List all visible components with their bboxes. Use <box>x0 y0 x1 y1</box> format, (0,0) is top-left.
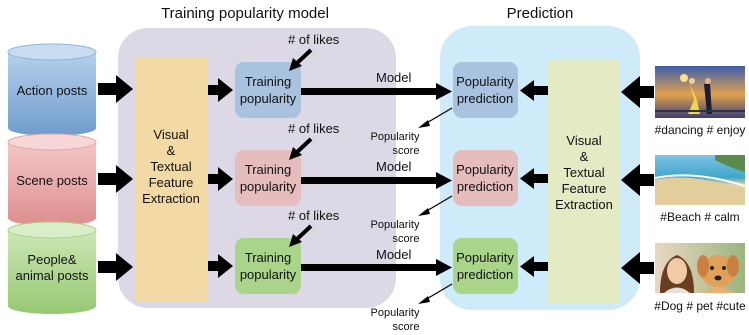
likes-label-3: # of likes <box>288 208 340 247</box>
arrows-posts-to-features <box>98 75 133 281</box>
feature-extraction-label-right: Visual & Textual Feature Extraction <box>555 133 613 212</box>
beach-caption: #Beach # calm <box>660 210 739 224</box>
arrows-images-to-features <box>621 76 654 284</box>
svg-text:popularity: popularity <box>240 91 297 106</box>
popularity-score-3: Popularity score <box>371 283 453 333</box>
arrows-features-to-training <box>208 78 233 278</box>
svg-text:Popularity: Popularity <box>456 74 514 89</box>
svg-text:Popularity: Popularity <box>371 219 420 231</box>
training-heading: Training popularity model <box>161 5 329 22</box>
svg-text:Action posts: Action posts <box>17 83 88 98</box>
action-posts-cylinder: Action posts <box>7 43 97 136</box>
svg-text:Training: Training <box>245 162 291 177</box>
dancing-photo <box>655 66 745 118</box>
svg-text:Popularity: Popularity <box>456 162 514 177</box>
model-arrow-2: Model <box>301 159 452 189</box>
svg-text:# of likes: # of likes <box>288 32 340 47</box>
svg-text:Training: Training <box>245 74 291 89</box>
dog-caption: #Dog # pet #cute <box>654 299 746 313</box>
svg-text:Extraction: Extraction <box>142 191 200 206</box>
people-animal-posts-cylinder: People& animal posts <box>7 221 97 314</box>
popularity-score-2: Popularity score <box>371 195 453 245</box>
svg-text:animal posts: animal posts <box>16 268 89 283</box>
beach-photo <box>654 155 746 205</box>
scene-posts-cylinder: Scene posts <box>7 133 97 226</box>
likes-label-2: # of likes <box>288 121 340 160</box>
svg-text:Popularity: Popularity <box>371 131 420 143</box>
svg-text:Model: Model <box>376 159 412 174</box>
svg-text:Visual: Visual <box>153 127 188 142</box>
svg-text:prediction: prediction <box>457 91 513 106</box>
svg-text:Feature: Feature <box>149 175 194 190</box>
popularity-prediction-box-1: Popularity prediction <box>453 62 518 118</box>
feature-extraction-box-right <box>548 60 620 303</box>
model-arrow-1: Model <box>301 70 452 100</box>
svg-text:Visual: Visual <box>566 133 601 148</box>
svg-text:# of likes: # of likes <box>288 121 340 136</box>
popularity-prediction-box-2: Popularity prediction <box>453 150 518 206</box>
likes-label-1: # of likes <box>288 32 340 71</box>
svg-text:Popularity: Popularity <box>456 250 514 265</box>
popularity-prediction-box-3: Popularity prediction <box>453 238 518 294</box>
training-popularity-box-3: Training popularity <box>235 238 301 294</box>
svg-text:Popularity: Popularity <box>371 307 420 319</box>
svg-text:score: score <box>393 233 420 245</box>
svg-text:# of likes: # of likes <box>288 208 340 223</box>
feature-extraction-label-left: Visual & Textual Feature Extraction <box>142 127 200 206</box>
svg-text:Scene posts: Scene posts <box>16 173 88 188</box>
svg-text:Textual: Textual <box>563 165 604 180</box>
training-popularity-box-2: Training popularity <box>235 150 301 206</box>
dancing-caption: #dancing # enjoy <box>655 123 746 137</box>
svg-text:popularity: popularity <box>240 267 297 282</box>
svg-text:popularity: popularity <box>240 179 297 194</box>
training-popularity-box-1: Training popularity <box>235 62 301 118</box>
prediction-heading: Prediction <box>507 5 574 22</box>
svg-text:score: score <box>393 321 420 333</box>
model-arrow-3: Model <box>301 247 452 276</box>
svg-text:&: & <box>167 143 176 158</box>
svg-text:People&: People& <box>27 252 76 267</box>
svg-text:Extraction: Extraction <box>555 197 613 212</box>
svg-text:score: score <box>393 145 420 157</box>
svg-text:Feature: Feature <box>562 181 607 196</box>
svg-text:Model: Model <box>376 70 412 85</box>
svg-text:Training: Training <box>245 250 291 265</box>
svg-text:prediction: prediction <box>457 179 513 194</box>
svg-text:Model: Model <box>376 247 412 262</box>
svg-text:&: & <box>580 149 589 164</box>
svg-text:prediction: prediction <box>457 267 513 282</box>
popularity-score-1: Popularity score <box>371 107 453 157</box>
arrows-features-to-prediction <box>520 80 548 277</box>
dog-photo <box>655 243 745 293</box>
feature-extraction-box-left <box>135 58 207 301</box>
svg-text:Textual: Textual <box>150 159 191 174</box>
